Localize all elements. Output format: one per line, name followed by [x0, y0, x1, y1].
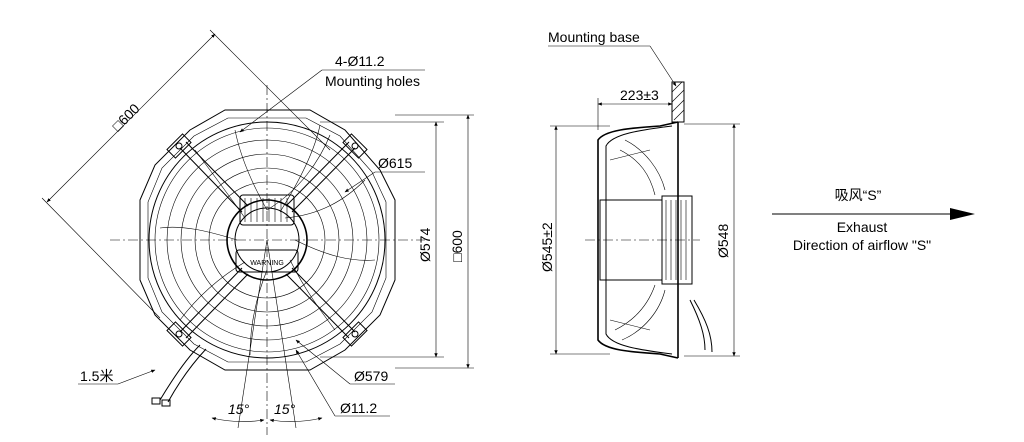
dia-579-leader [295, 339, 351, 385]
angle-right-label: 15° [274, 401, 296, 417]
mounting-holes-label: Mounting holes [325, 73, 420, 89]
square-600-diag-label: □600 [109, 100, 143, 134]
guard-ring-2 [154, 127, 380, 353]
angle-left-label: 15° [228, 401, 250, 417]
diag-600-dim-line [46, 33, 216, 203]
motor-fins [665, 200, 687, 280]
mounting-base-label: Mounting base [548, 29, 640, 45]
motor-rear [661, 195, 693, 285]
front-view: WARNING □600 4-Ø11.2 Mounting holes Ø615… [41, 29, 474, 435]
angle-arc-right [269, 417, 323, 423]
cable [159, 344, 201, 401]
dia-548-label: Ø548 [715, 224, 731, 258]
guard-ring-3 [166, 139, 368, 341]
guard-ring-6 [208, 181, 326, 299]
guard-ring-outer [148, 121, 386, 359]
side-view: Mounting base 223±3 Ø545±2 Ø548 [539, 29, 740, 359]
airflow-arrow-head [950, 208, 975, 220]
guard-ring-4 [180, 153, 354, 327]
depth-label: 223±3 [620, 87, 659, 103]
diag-ext-right [209, 29, 331, 151]
dia-11-2-leader [295, 349, 336, 417]
warning-label: WARNING [250, 260, 284, 267]
angle-line-right [266, 239, 297, 429]
diag-ext-left [41, 197, 161, 319]
venturi-outline [597, 121, 679, 359]
side-cable-2 [693, 299, 713, 353]
side-cable-1 [689, 299, 706, 351]
airflow-indicator: 吸风“S” Exhaust Direction of airflow "S" [772, 187, 975, 253]
airflow-line1: Exhaust [837, 219, 888, 235]
cable-length-leader [117, 369, 156, 385]
outer-housing-inner [147, 117, 387, 363]
dia-574-label: Ø574 [417, 228, 433, 262]
airflow-line2: Direction of airflow "S" [793, 237, 931, 253]
side-blades [609, 139, 666, 341]
mounting-holes-spec: 4-Ø11.2 [335, 53, 385, 69]
dia-545-label: Ø545±2 [539, 222, 555, 272]
square-600-label: □600 [449, 230, 465, 262]
dia-11-2-label: Ø11.2 [340, 400, 377, 416]
angle-arc-left [211, 417, 265, 423]
dia-579-label: Ø579 [354, 368, 388, 384]
motor-hub: WARNING [226, 194, 308, 281]
angle-line-left [237, 239, 268, 429]
airflow-chinese: 吸风“S” [835, 187, 882, 203]
cable-length-label: 1.5米 [80, 368, 113, 384]
guard-ring-5 [194, 167, 340, 313]
mounting-holes-leader [239, 69, 323, 133]
dia-615-label: Ø615 [378, 155, 412, 171]
dia-615-leader [344, 171, 376, 193]
mounting-base-leader [649, 45, 677, 87]
mounting-base-hatch [671, 81, 685, 121]
outer-housing [139, 109, 396, 371]
